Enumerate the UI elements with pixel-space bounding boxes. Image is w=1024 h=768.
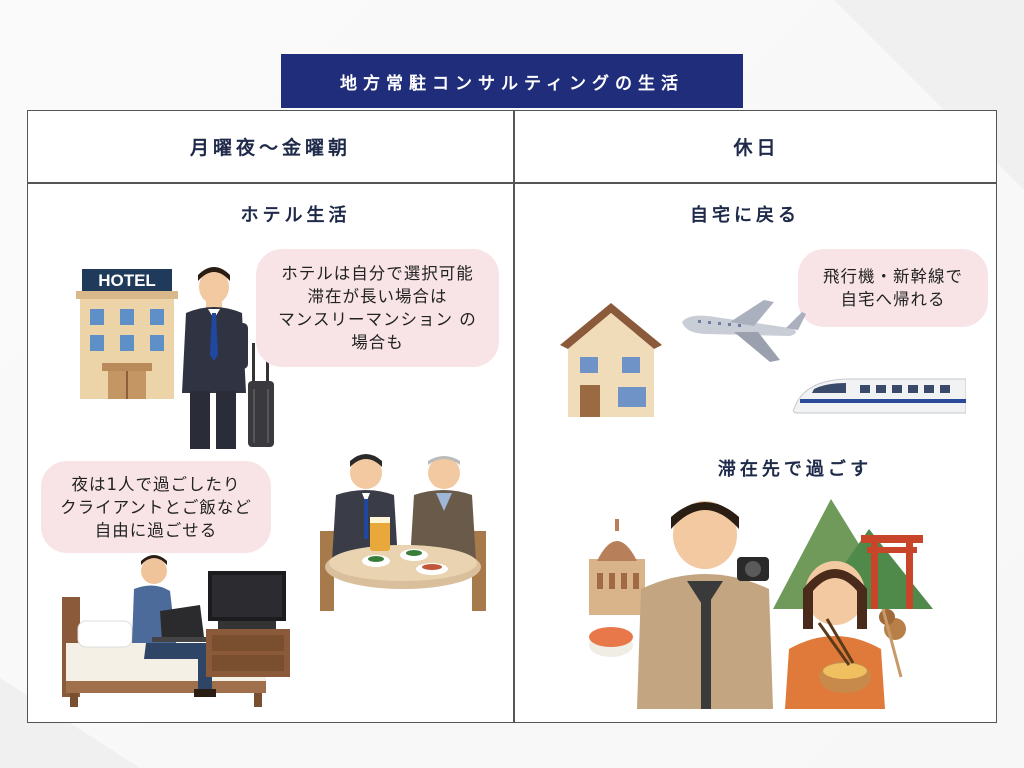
left-column-header: 月曜夜～金曜朝 <box>189 137 351 159</box>
bubble-line: 場合も <box>351 333 404 352</box>
comparison-table: 月曜夜～金曜朝 休日 ホテル生活 HOTEL ホテルは自分で選択可 <box>27 110 997 723</box>
bullet-train-icon <box>793 378 966 414</box>
bubble-line: 自宅へ帰れる <box>840 290 946 309</box>
hotel-sign: HOTEL <box>98 271 156 290</box>
bubble-line: マンスリーマンション の <box>278 310 477 329</box>
hotel-building-icon: HOTEL <box>76 269 178 399</box>
bubble-line: 滞在が長い場合は <box>307 287 448 306</box>
hotel-life-title: ホテル生活 <box>240 205 351 226</box>
hotel-choice-bubble: ホテルは自分で選択可能 滞在が長い場合は マンスリーマンション の 場合も <box>256 249 499 367</box>
travelers-sightseeing-icon <box>589 499 933 709</box>
travel-home-bubble: 飛行機・新幹線で 自宅へ帰れる <box>798 249 988 327</box>
right-column-header: 休日 <box>733 137 780 159</box>
person-on-bed-with-laptop-icon <box>62 555 290 707</box>
evening-freedom-bubble: 夜は1人で過ごしたり クライアントとご飯など 自由に過ごせる <box>41 461 271 553</box>
return-home-title: 自宅に戻る <box>690 205 800 226</box>
column-divider <box>513 111 515 722</box>
bubble-line: 自由に過ごせる <box>94 520 218 540</box>
header-divider <box>28 182 996 184</box>
business-dinner-icon <box>320 454 486 611</box>
stay-locally-title: 滞在先で過ごす <box>717 459 873 480</box>
airplane-icon <box>682 300 806 362</box>
page-title: 地方常駐コンサルティングの生活 <box>281 54 743 108</box>
bubble-line: クライアントとご飯など <box>60 497 252 517</box>
bubble-line: 夜は1人で過ごしたり <box>71 474 241 494</box>
bubble-line: 飛行機・新幹線で <box>823 267 963 286</box>
bubble-line: ホテルは自分で選択可能 <box>281 264 474 283</box>
house-icon <box>560 303 662 417</box>
